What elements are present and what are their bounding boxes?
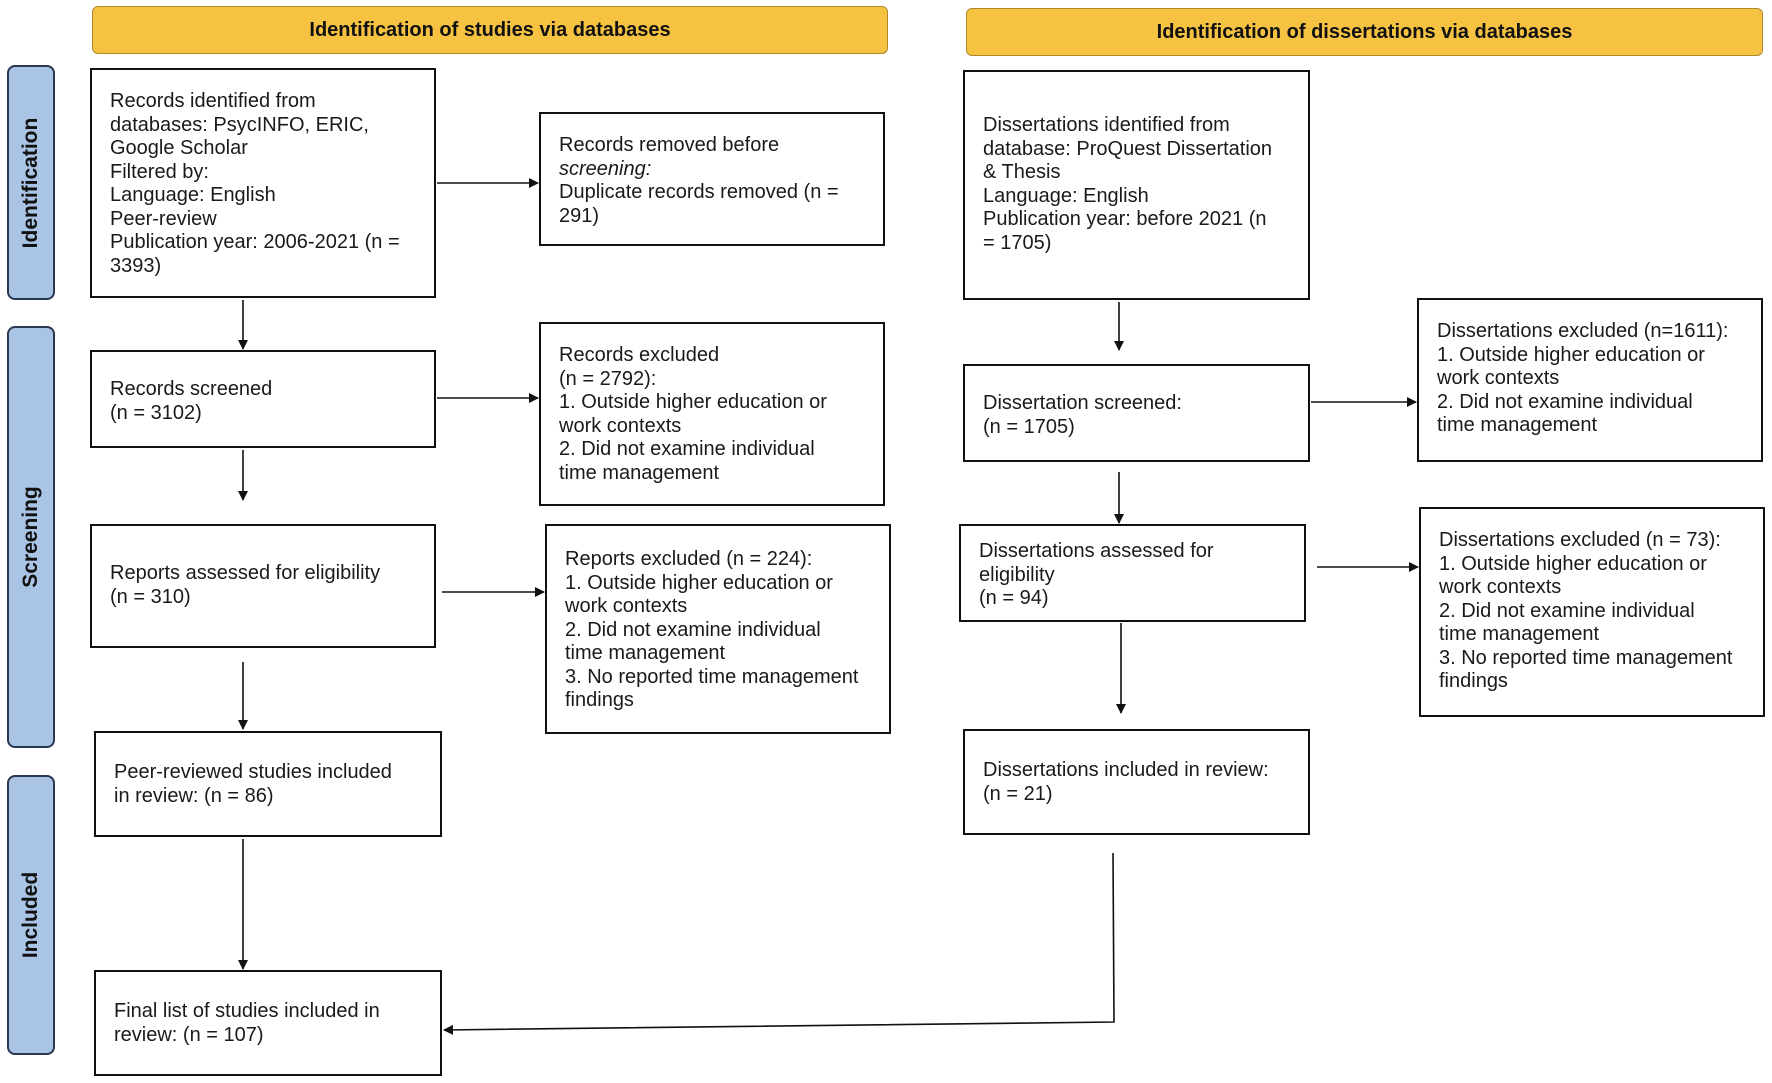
records-identified-line: Records identified from (110, 90, 316, 112)
records-identified-line: Filtered by: (110, 160, 209, 183)
dissertations-identified-line: & Thesis (983, 161, 1061, 183)
dissertations-identified-line: Language: English (983, 184, 1149, 207)
final-list-line: review: (n = 107) (114, 1023, 264, 1046)
reports-excluded-line: 3. No reported time management (565, 665, 859, 688)
reports-excluded-line: 1. Outside higher education or (565, 571, 833, 594)
records-identified-line: Language: English (110, 184, 276, 206)
phase-included: Included (7, 775, 55, 1055)
records-identified-line: 3393) (110, 254, 162, 277)
reports-excluded-line: 2. Did not examine individual (565, 618, 821, 641)
records-excluded-line: 2. Did not examine individual (559, 438, 815, 460)
records-removed-line: Duplicate records removed (n = (559, 181, 839, 203)
dissertations-excluded-line: work contexts (1437, 367, 1560, 389)
phase-screening-label: Screening (19, 486, 42, 588)
dissertations-included-line: Dissertations included in review: (983, 759, 1269, 781)
dissertations-excluded-line: findings (1439, 670, 1508, 692)
dissertations-identified-line: database: ProQuest Dissertation (983, 137, 1273, 160)
reports-excluded-line: Reports excluded (n = 224): (565, 548, 813, 570)
phase-identification: Identification (7, 65, 55, 300)
reports-excluded-line: time management (565, 642, 726, 664)
dissertations-excluded-line: 3. No reported time management (1439, 646, 1733, 669)
header-dissertations-label: Identification of dissertations via data… (1156, 20, 1573, 43)
header-studies-via-databases: Identification of studies via databases (92, 6, 888, 54)
phase-included-label: Included (19, 871, 42, 959)
dissertations-excluded-line: 2. Did not examine individual (1437, 390, 1693, 413)
dissertations-excluded-box-1: Dissertations excluded (n=1611): 1. Outs… (1417, 298, 1763, 462)
phase-screening: Screening (7, 326, 55, 748)
arrow-diss-included-to-final (443, 852, 1115, 1035)
dissertations-assessed-box: Dissertations assessed for eligibility (… (959, 524, 1306, 622)
records-identified-line: databases: PsycINFO, ERIC, (110, 113, 369, 136)
dissertations-excluded-line: time management (1439, 623, 1600, 645)
records-excluded-line: Records excluded (559, 344, 720, 366)
dissertations-excluded-line: work contexts (1439, 576, 1562, 598)
dissertations-assessed-line: Dissertations assessed for (979, 540, 1214, 562)
reports-excluded-line: findings (565, 689, 634, 711)
phase-identification-label: Identification (19, 117, 42, 248)
reports-assessed-line: Reports assessed for eligibility (110, 562, 381, 584)
dissertations-assessed-line: eligibility (979, 563, 1055, 586)
records-removed-line: 291) (559, 204, 600, 227)
records-excluded-line: 1. Outside higher education or (559, 391, 827, 413)
records-identified-line: Publication year: 2006-2021 (n = (110, 231, 400, 253)
records-identified-line: Peer-review (110, 207, 217, 230)
studies-included-box: Peer-reviewed studies included in review… (94, 731, 442, 837)
records-excluded-line: work contexts (559, 414, 682, 437)
dissertations-screened-line: (n = 1705) (983, 415, 1075, 438)
records-screened-line: (n = 3102) (110, 401, 202, 424)
dissertations-assessed-line: (n = 94) (979, 587, 1049, 609)
dissertations-identified-box: Dissertations identified from database: … (963, 70, 1310, 300)
dissertations-identified-line: Dissertations identified from (983, 114, 1230, 136)
dissertations-screened-box: Dissertation screened: (n = 1705) (963, 364, 1310, 462)
dissertations-identified-line: Publication year: before 2021 (n (983, 208, 1267, 230)
dissertations-excluded-line: time management (1437, 414, 1598, 436)
records-screened-box: Records screened (n = 3102) (90, 350, 436, 448)
dissertations-excluded-line: 1. Outside higher education or (1439, 552, 1707, 575)
dissertations-excluded-line: 2. Did not examine individual (1439, 599, 1695, 622)
records-identified-line: Google Scholar (110, 137, 248, 159)
records-removed-box: Records removed before screening: Duplic… (539, 112, 885, 246)
records-removed-line: screening: (559, 157, 652, 180)
reports-excluded-line: work contexts (565, 595, 688, 617)
records-screened-line: Records screened (110, 378, 273, 400)
records-excluded-line: time management (559, 461, 720, 484)
records-excluded-box: Records excluded (n = 2792): 1. Outside … (539, 322, 885, 506)
dissertations-included-line: (n = 21) (983, 782, 1053, 805)
records-excluded-line: (n = 2792): (559, 367, 657, 390)
studies-included-line: in review: (n = 86) (114, 784, 274, 807)
dissertations-excluded-line: Dissertations excluded (n = 73): (1439, 529, 1721, 551)
dissertations-included-box: Dissertations included in review: (n = 2… (963, 729, 1310, 835)
header-dissertations-via-databases: Identification of dissertations via data… (966, 8, 1763, 56)
records-identified-box: Records identified from databases: PsycI… (90, 68, 436, 298)
final-list-box: Final list of studies included in review… (94, 970, 442, 1076)
reports-excluded-box: Reports excluded (n = 224): 1. Outside h… (545, 524, 891, 734)
reports-assessed-box: Reports assessed for eligibility (n = 31… (90, 524, 436, 648)
header-studies-label: Identification of studies via databases (309, 18, 671, 41)
dissertations-screened-line: Dissertation screened: (983, 392, 1182, 414)
records-removed-line: Records removed before (559, 134, 780, 156)
dissertations-excluded-box-2: Dissertations excluded (n = 73): 1. Outs… (1419, 507, 1765, 717)
final-list-line: Final list of studies included in (114, 1000, 380, 1022)
dissertations-excluded-line: Dissertations excluded (n=1611): (1437, 320, 1729, 342)
dissertations-excluded-line: 1. Outside higher education or (1437, 343, 1705, 366)
dissertations-identified-line: = 1705) (983, 231, 1052, 254)
reports-assessed-line: (n = 310) (110, 585, 191, 608)
studies-included-line: Peer-reviewed studies included (114, 761, 392, 783)
